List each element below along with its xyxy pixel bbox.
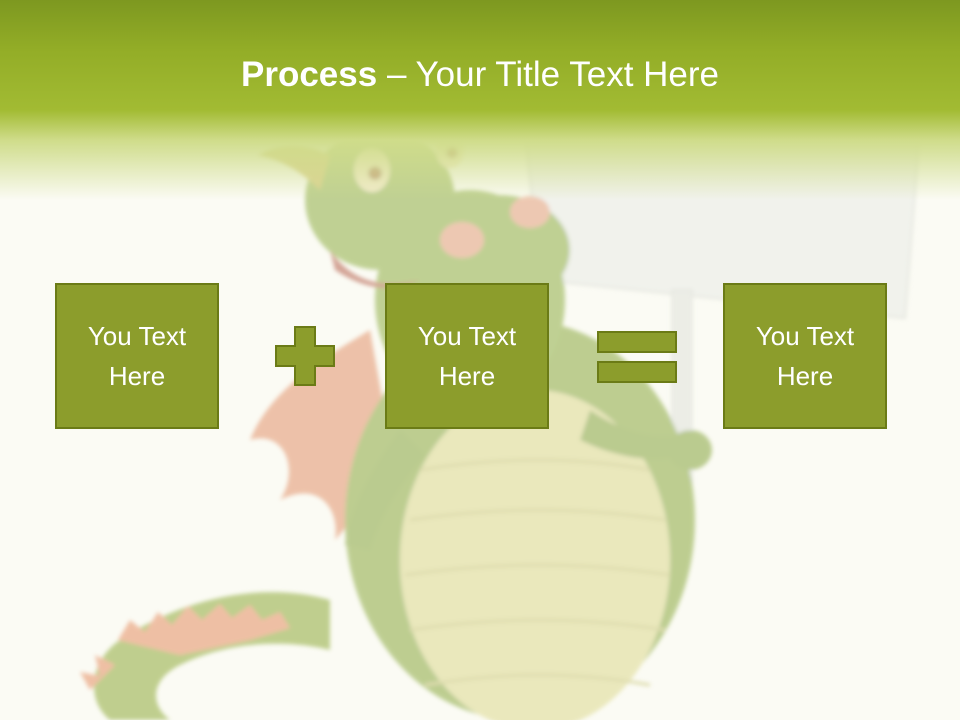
title-banner: Process – Your Title Text Here — [0, 0, 960, 200]
process-box-3: You Text Here — [723, 283, 887, 429]
equals-icon — [597, 331, 677, 383]
title-bold: Process — [241, 55, 378, 94]
title-rest: – Your Title Text Here — [377, 55, 719, 94]
page-title: Process – Your Title Text Here — [0, 52, 960, 98]
process-box-3-text: You Text Here — [755, 321, 855, 391]
process-box-1: You Text Here — [55, 283, 219, 429]
process-box-2: You Text Here — [385, 283, 549, 429]
process-box-2-text: You Text Here — [417, 321, 517, 391]
plus-icon — [275, 326, 335, 386]
process-box-1-text: You Text Here — [87, 321, 187, 391]
